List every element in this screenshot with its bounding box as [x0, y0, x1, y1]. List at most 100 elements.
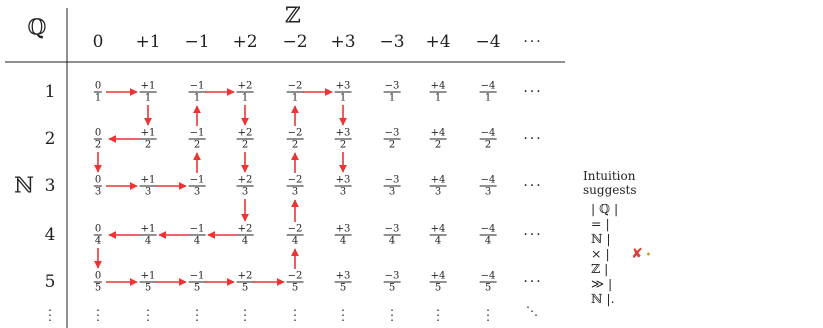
numerator: −2 [286, 223, 304, 236]
denominator: 3 [94, 186, 102, 198]
numerator: −4 [479, 270, 497, 283]
ellipsis-vertical: ··· [436, 303, 440, 328]
denominator: 3 [339, 186, 347, 198]
numerator: +3 [334, 80, 352, 93]
denominator: 2 [484, 139, 492, 151]
column-header: −3 [379, 32, 405, 52]
ellipsis-vertical: ··· [293, 303, 297, 328]
numerator: −3 [383, 223, 401, 236]
numerator: 0 [93, 80, 103, 93]
column-header: +2 [232, 32, 258, 52]
note-formula: | ℚ | = | ℕ | × | ℤ | ≫ | ℕ |. [591, 201, 619, 306]
denominator: 4 [434, 235, 442, 247]
numerator: −2 [286, 127, 304, 140]
denominator: 1 [434, 92, 442, 104]
ellipsis-vertical: ··· [48, 303, 52, 328]
ellipsis-horizontal: ··· [523, 227, 543, 243]
denominator: 4 [193, 235, 201, 247]
denominator: 4 [339, 235, 347, 247]
denominator: 1 [291, 92, 299, 104]
denominator: 2 [339, 139, 347, 151]
numerator: −1 [188, 127, 206, 140]
ellipsis-vertical: ··· [390, 303, 394, 328]
denominator: 3 [484, 186, 492, 198]
numerator: +2 [236, 270, 254, 283]
column-header: +3 [330, 32, 356, 52]
numerator: +4 [429, 270, 447, 283]
denominator: 5 [241, 282, 249, 294]
ellipsis-horizontal: ··· [523, 178, 543, 194]
numerator: +4 [429, 80, 447, 93]
denominator: 2 [241, 139, 249, 151]
denominator: 4 [144, 235, 152, 247]
ellipsis-vertical: ··· [486, 303, 490, 328]
ellipsis-horizontal: ··· [523, 84, 543, 100]
denominator: 3 [241, 186, 249, 198]
column-header: −1 [184, 32, 210, 52]
denominator: 5 [193, 282, 201, 294]
denominator: 2 [291, 139, 299, 151]
numerator: −2 [286, 174, 304, 187]
denominator: 1 [484, 92, 492, 104]
row-label: 1 [44, 82, 56, 102]
denominator: 2 [94, 139, 102, 151]
denominator: 4 [388, 235, 396, 247]
denominator: 5 [291, 282, 299, 294]
numerator: −4 [479, 223, 497, 236]
denominator: 5 [434, 282, 442, 294]
denominator: 5 [94, 282, 102, 294]
numerator: +1 [139, 174, 157, 187]
numerator: +3 [334, 223, 352, 236]
numerator: +1 [139, 127, 157, 140]
denominator: 1 [94, 92, 102, 104]
numerator: +4 [429, 174, 447, 187]
note-line-1: Intuition suggests [583, 169, 637, 197]
denominator: 4 [241, 235, 249, 247]
rationals-symbol: ℚ [27, 15, 47, 41]
ellipsis-diagonal: ⋱ [526, 304, 538, 318]
numerator: −3 [383, 127, 401, 140]
row-label: 3 [44, 176, 56, 196]
denominator: 5 [144, 282, 152, 294]
numerator: −2 [286, 80, 304, 93]
denominator: 2 [193, 139, 201, 151]
numerator: −3 [383, 80, 401, 93]
integers-symbol: ℤ [284, 3, 302, 29]
numerator: +1 [139, 270, 157, 283]
numerator: +2 [236, 127, 254, 140]
denominator: 4 [291, 235, 299, 247]
note-line-2: | ℚ | = | ℕ | × | ℤ | ≫ | ℕ |. ✘ [591, 201, 650, 306]
numerator: +2 [236, 174, 254, 187]
ellipsis-horizontal: ··· [523, 131, 543, 147]
denominator: 1 [388, 92, 396, 104]
numerator: +2 [236, 223, 254, 236]
cross-mark-icon: ✘ [631, 245, 643, 262]
denominator: 3 [291, 186, 299, 198]
